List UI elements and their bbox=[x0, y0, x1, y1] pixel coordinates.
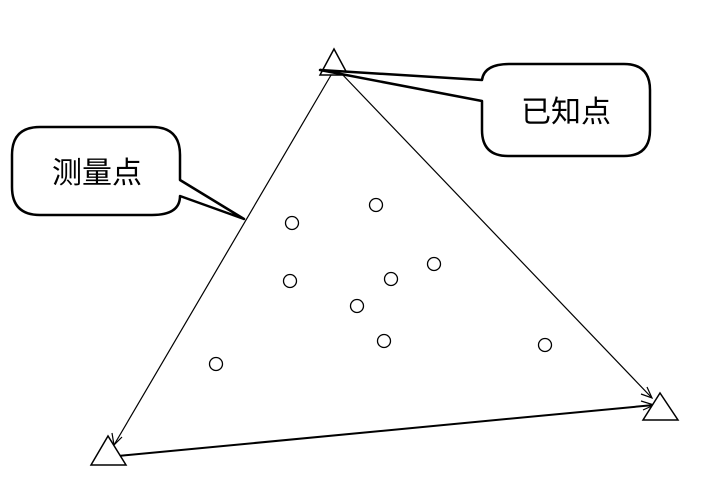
measured-point-circle-icon bbox=[208, 356, 224, 372]
callout-measured-point-bubble bbox=[10, 125, 246, 221]
triangle-edges bbox=[113, 69, 655, 457]
known-points bbox=[89, 47, 680, 466]
edge-left-to-right bbox=[117, 404, 655, 457]
measured-point-circle-icon bbox=[282, 273, 298, 289]
callout-known-point-bubble bbox=[318, 62, 652, 158]
measured-point-circle-icon bbox=[537, 337, 553, 353]
measured-point-circle-icon bbox=[349, 298, 365, 314]
measured-points bbox=[208, 197, 553, 372]
known-point-triangle-icon bbox=[318, 47, 350, 76]
callout-known-point-label: 已知点 bbox=[521, 95, 611, 130]
edge-top-to-right bbox=[339, 71, 653, 399]
known-point-triangle-icon bbox=[641, 391, 680, 421]
callout-measured-point: 测量点 bbox=[10, 125, 246, 221]
measured-point-circle-icon bbox=[368, 197, 384, 213]
edge-top-to-left bbox=[113, 69, 335, 446]
measured-point-circle-icon bbox=[426, 256, 442, 272]
arrowhead-right bbox=[640, 386, 654, 400]
callout-measured-point-label: 测量点 bbox=[52, 156, 142, 191]
measured-point-circle-icon bbox=[284, 215, 300, 231]
edge-arrowheads bbox=[111, 386, 656, 447]
measured-point-circle-icon bbox=[376, 333, 392, 349]
callout-known-point: 已知点 bbox=[318, 62, 652, 158]
known-point-triangle-icon bbox=[89, 434, 128, 466]
measured-point-circle-icon bbox=[383, 271, 399, 287]
